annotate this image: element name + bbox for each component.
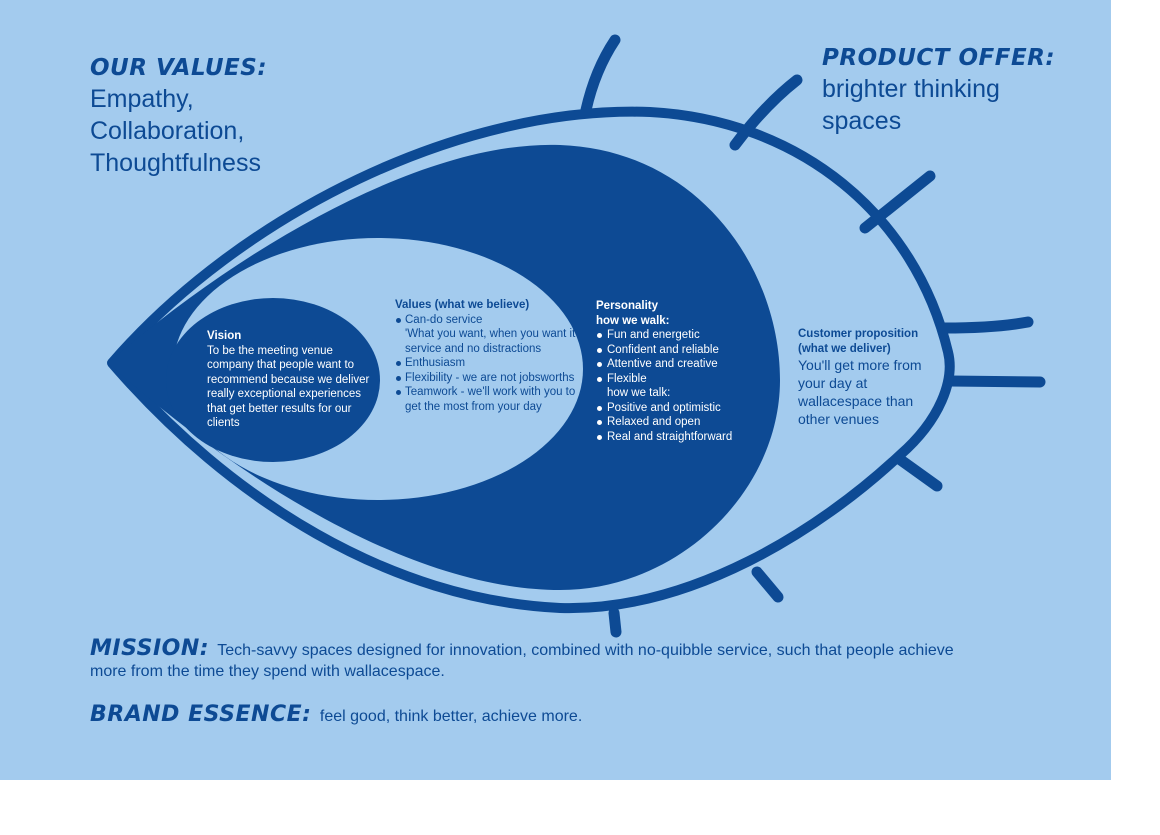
walk-item: Confident and reliable (596, 343, 771, 358)
belief-item: Teamwork - we'll work with you to get th… (395, 385, 580, 414)
brand-essence-heading: BRAND ESSENCE: (90, 702, 312, 727)
eyelash (944, 375, 1046, 388)
eyelash (892, 452, 943, 492)
vision-pupil (166, 298, 380, 462)
brand-essence-text: feel good, think better, achieve more. (319, 708, 583, 725)
beliefs-title: Values (what we believe) (395, 299, 530, 311)
eyelash (608, 607, 622, 638)
product-offer-heading: PRODUCT OFFER: (822, 45, 1056, 71)
walk-item: Fun and energetic (596, 328, 771, 343)
our-values-list: Empathy, Collaboration, Thoughtfulness (90, 83, 350, 179)
belief-item: Can-do service (395, 313, 580, 328)
personality-walk-subtitle: how we walk: (596, 314, 670, 327)
personality-talk-subtitle-wrap: how we talk: (596, 386, 771, 401)
personality-block: Personality how we walk: Fun and energet… (596, 299, 771, 444)
belief-item: Enthusiasm (395, 356, 580, 371)
eyelash (729, 74, 803, 151)
eye-diagram (0, 0, 1111, 780)
walk-item: Attentive and creative (596, 357, 771, 372)
proposition-title-line2: (what we deliver) (798, 342, 891, 355)
beliefs-block: Values (what we believe) Can-do service'… (395, 298, 580, 414)
vision-title: Vision (207, 330, 242, 342)
talk-item: Relaxed and open (596, 415, 771, 430)
beliefs-list: Can-do service'What you want, when you w… (395, 313, 580, 415)
eyelash (580, 34, 621, 116)
talk-item: Real and straightforward (596, 430, 771, 445)
vision-text: To be the meeting venue company that peo… (207, 344, 370, 430)
value-item: Empathy, (90, 85, 194, 113)
eyelash (939, 316, 1034, 334)
product-offer-text: brighter thinking spaces (822, 75, 1000, 135)
belief-item: 'What you want, when you want it' servic… (405, 328, 578, 355)
proposition-title-line1: Customer proposition (798, 328, 919, 340)
product-offer-block: PRODUCT OFFER: brighter thinking spaces (822, 45, 1072, 137)
mission-block: MISSION: Tech-savvy spaces designed for … (90, 638, 990, 682)
value-item: Collaboration, (90, 117, 245, 145)
customer-proposition-block: Customer proposition (what we deliver) Y… (798, 327, 938, 428)
our-values-block: OUR VALUES: Empathy, Collaboration, Though… (90, 55, 350, 179)
outer-eye-outline (107, 106, 955, 614)
mission-heading: MISSION: (90, 636, 210, 661)
diagram-canvas: OUR VALUES: Empathy, Collaboration, Though… (0, 0, 1111, 780)
proposition-text: You'll get more from your day at wallace… (798, 357, 922, 427)
personality-title: Personality (596, 300, 658, 312)
vision-block: Vision To be the meeting venue company t… (207, 329, 382, 431)
personality-talk-subtitle: how we talk: (607, 387, 671, 399)
mission-text: Tech-savvy spaces designed for innovatio… (90, 642, 954, 680)
talk-item: Positive and optimistic (596, 401, 771, 416)
our-values-heading: OUR VALUES: (90, 55, 268, 81)
belief-item: Flexibility - we are not jobsworths (395, 371, 580, 386)
eyelash (751, 566, 784, 603)
value-item: Thoughtfulness (90, 149, 261, 177)
walk-item: Flexible (596, 372, 771, 387)
brand-essence-block: BRAND ESSENCE: feel good, think better, … (90, 704, 990, 727)
